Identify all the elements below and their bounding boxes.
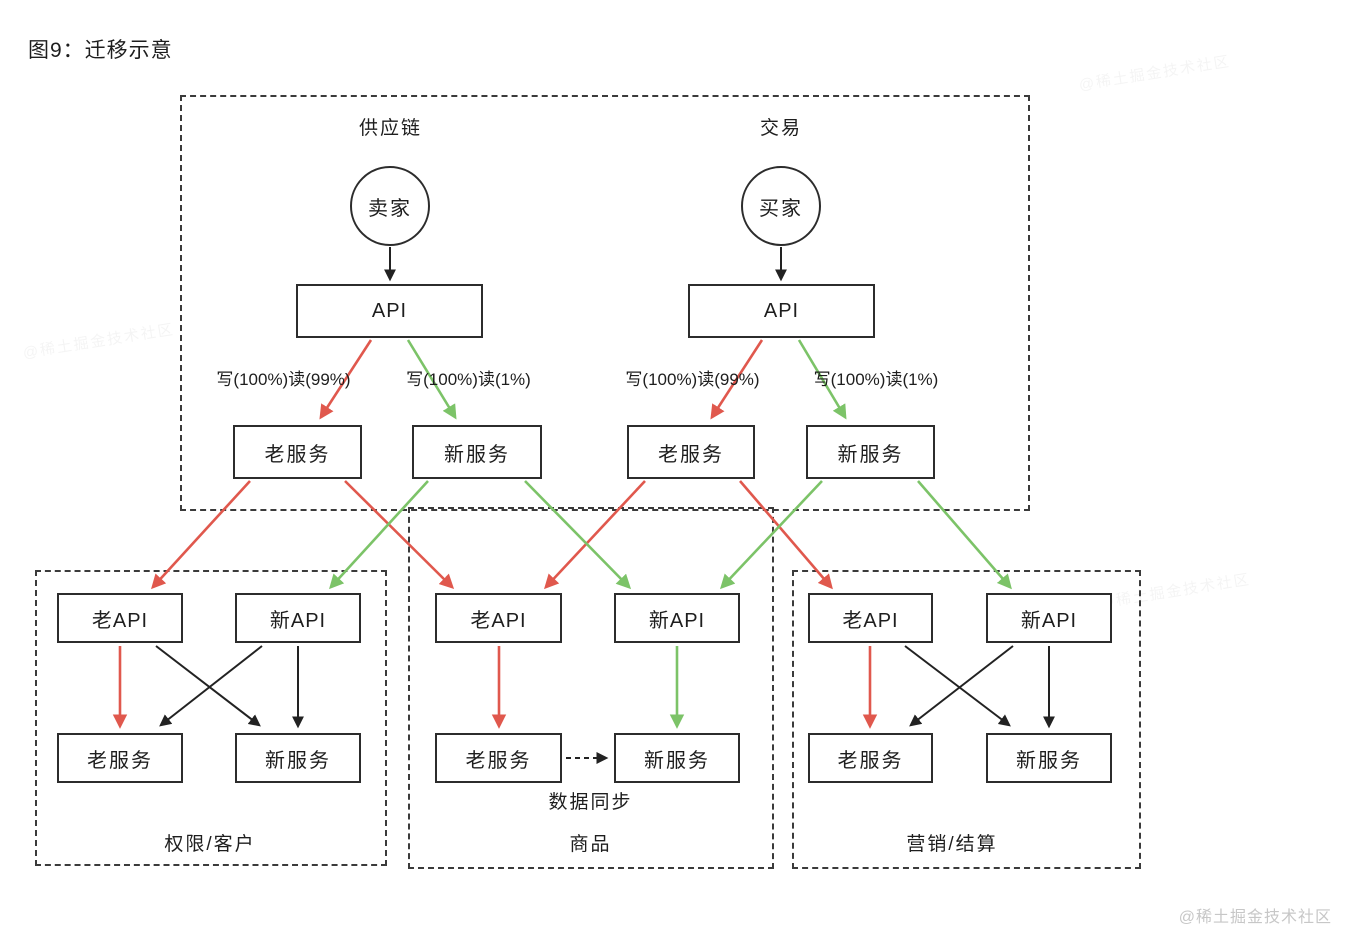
supply-api-node: API — [296, 284, 483, 338]
auth-new-api-node: 新API — [235, 593, 361, 643]
faint-watermark: @稀土掘金技术社区 — [21, 321, 176, 362]
supply-new-route-label: 写(100%)读(1%) — [406, 370, 531, 389]
supply-old-route-label: 写(100%)读(99%) — [216, 370, 351, 389]
data-sync-label: 数据同步 — [548, 792, 633, 813]
marketing-old-api-node: 老API — [808, 593, 933, 643]
product-old-service-node: 老服务 — [435, 733, 562, 783]
marketing-new-api-node: 新API — [986, 593, 1112, 643]
product-group-label: 商品 — [569, 834, 612, 855]
supply-old-service-node: 老服务 — [233, 425, 362, 479]
trade-new-route-label: 写(100%)读(1%) — [813, 370, 939, 389]
product-old-api-node: 老API — [435, 593, 562, 643]
buyer-actor-node: 买家 — [741, 166, 821, 246]
auth-group-label: 权限/客户 — [164, 834, 256, 855]
product-new-api-node: 新API — [614, 593, 740, 643]
product-group-box — [408, 507, 774, 869]
product-new-service-node: 新服务 — [614, 733, 740, 783]
trade-old-route-label: 写(100%)读(99%) — [625, 370, 760, 389]
community-watermark: @稀土掘金技术社区 — [1178, 909, 1332, 926]
trade-label: 交易 — [759, 118, 802, 139]
seller-actor-node: 卖家 — [350, 166, 430, 246]
auth-old-service-node: 老服务 — [57, 733, 183, 783]
figure-title: 图9：迁移示意 — [28, 39, 173, 62]
trade-old-service-node: 老服务 — [627, 425, 755, 479]
auth-old-api-node: 老API — [57, 593, 183, 643]
supply-chain-label: 供应链 — [358, 118, 422, 139]
supply-new-service-node: 新服务 — [412, 425, 542, 479]
auth-new-service-node: 新服务 — [235, 733, 361, 783]
marketing-old-service-node: 老服务 — [808, 733, 933, 783]
marketing-new-service-node: 新服务 — [986, 733, 1112, 783]
faint-watermark: @稀土掘金技术社区 — [1077, 53, 1232, 94]
trade-api-node: API — [688, 284, 875, 338]
marketing-group-label: 营销/结算 — [906, 834, 998, 855]
trade-new-service-node: 新服务 — [806, 425, 935, 479]
